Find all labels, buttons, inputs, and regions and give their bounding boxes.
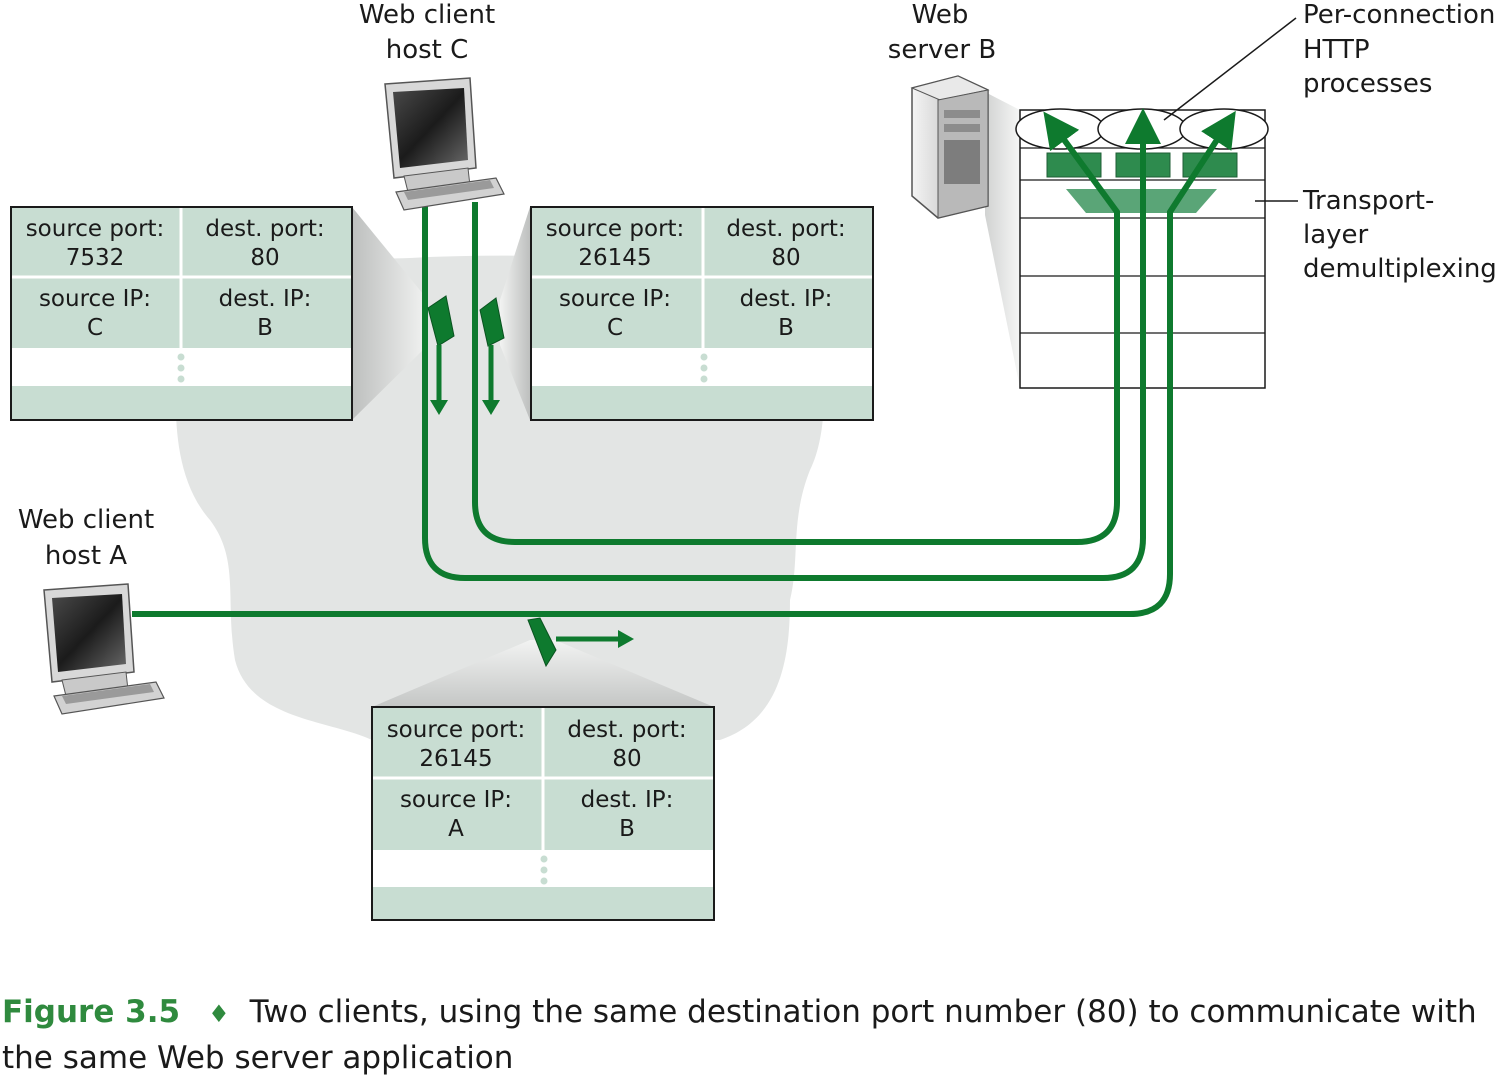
dest-ip-value: B (257, 315, 273, 341)
processes-leader-line (1163, 17, 1297, 121)
caption-separator: ♦ (208, 1000, 230, 1028)
dest-ip-label: dest. IP: (581, 787, 674, 813)
dest-port-value: 80 (771, 245, 800, 271)
source-port-label: source port: (387, 717, 526, 743)
svg-text:Web client: Web client (359, 0, 495, 30)
caption-text: Two clients, using the same destination … (2, 994, 1477, 1076)
dest-ip-value: B (778, 315, 794, 341)
figure-caption: Figure 3.5 ♦Two clients, using the same d… (2, 990, 1482, 1080)
svg-text:server B: server B (888, 35, 996, 65)
socket-3 (1182, 152, 1238, 178)
svg-text:Web: Web (912, 0, 969, 30)
projection-shade-bottom (372, 640, 714, 707)
http-process-1 (1015, 108, 1105, 150)
figure-number: Figure 3.5 (2, 994, 181, 1030)
source-ip-value: C (607, 315, 623, 341)
svg-text:demultiplexing: demultiplexing (1303, 254, 1497, 284)
source-port-label: source port: (546, 216, 685, 242)
source-ip-label: source IP: (39, 286, 151, 312)
connection-c2-to-b (472, 111, 1120, 545)
svg-text:HTTP: HTTP (1303, 35, 1370, 65)
segment-box-right: source port: 26145 dest. port: 80 source… (530, 206, 874, 421)
segment-box-left: source port: 7532 dest. port: 80 source … (10, 206, 353, 421)
dest-ip-label: dest. IP: (219, 286, 312, 312)
dest-port-label: dest. port: (205, 216, 324, 242)
source-port-value: 26145 (578, 245, 651, 271)
connection-c1-to-b (422, 108, 1161, 581)
packet-left (427, 295, 455, 415)
server-b-tower-icon (910, 75, 990, 219)
svg-text:Web client: Web client (18, 505, 154, 535)
dest-port-label: dest. port: (726, 216, 845, 242)
packet-bottom (527, 617, 634, 668)
label-processes: Per-connection HTTP processes (1303, 0, 1495, 99)
source-port-value: 26145 (419, 746, 492, 772)
label-host-c: Web client host C (359, 0, 495, 65)
label-host-a: Web client host A (18, 505, 154, 571)
dest-ip-value: B (619, 816, 635, 842)
svg-text:processes: processes (1303, 69, 1432, 99)
host-c-computer-icon (384, 77, 505, 211)
source-ip-value: A (448, 816, 464, 842)
dest-port-label: dest. port: (567, 717, 686, 743)
label-demux: Transport- layer demultiplexing (1302, 186, 1497, 284)
host-a-computer-icon (43, 583, 165, 715)
dest-port-value: 80 (250, 245, 279, 271)
svg-text:host A: host A (45, 541, 127, 571)
connection-a-to-b (132, 110, 1236, 617)
dest-ip-label: dest. IP: (740, 286, 833, 312)
source-ip-label: source IP: (400, 787, 512, 813)
source-ip-label: source IP: (559, 286, 671, 312)
label-server-b: Web server B (888, 0, 996, 65)
source-port-value: 7532 (66, 245, 125, 271)
segment-box-bottom: source port: 26145 dest. port: 80 source… (371, 706, 715, 921)
svg-text:host C: host C (386, 35, 469, 65)
svg-text:layer: layer (1303, 220, 1369, 250)
projection-shade-left (352, 207, 428, 420)
connections (132, 108, 1236, 617)
svg-text:Transport-: Transport- (1302, 186, 1434, 216)
packet-right (479, 297, 505, 415)
projection-shade-right (500, 207, 530, 420)
source-port-label: source port: (26, 216, 165, 242)
source-ip-value: C (87, 315, 103, 341)
projection-shade-server (985, 92, 1020, 388)
dest-port-value: 80 (612, 746, 641, 772)
svg-text:Per-connection: Per-connection (1303, 0, 1495, 30)
